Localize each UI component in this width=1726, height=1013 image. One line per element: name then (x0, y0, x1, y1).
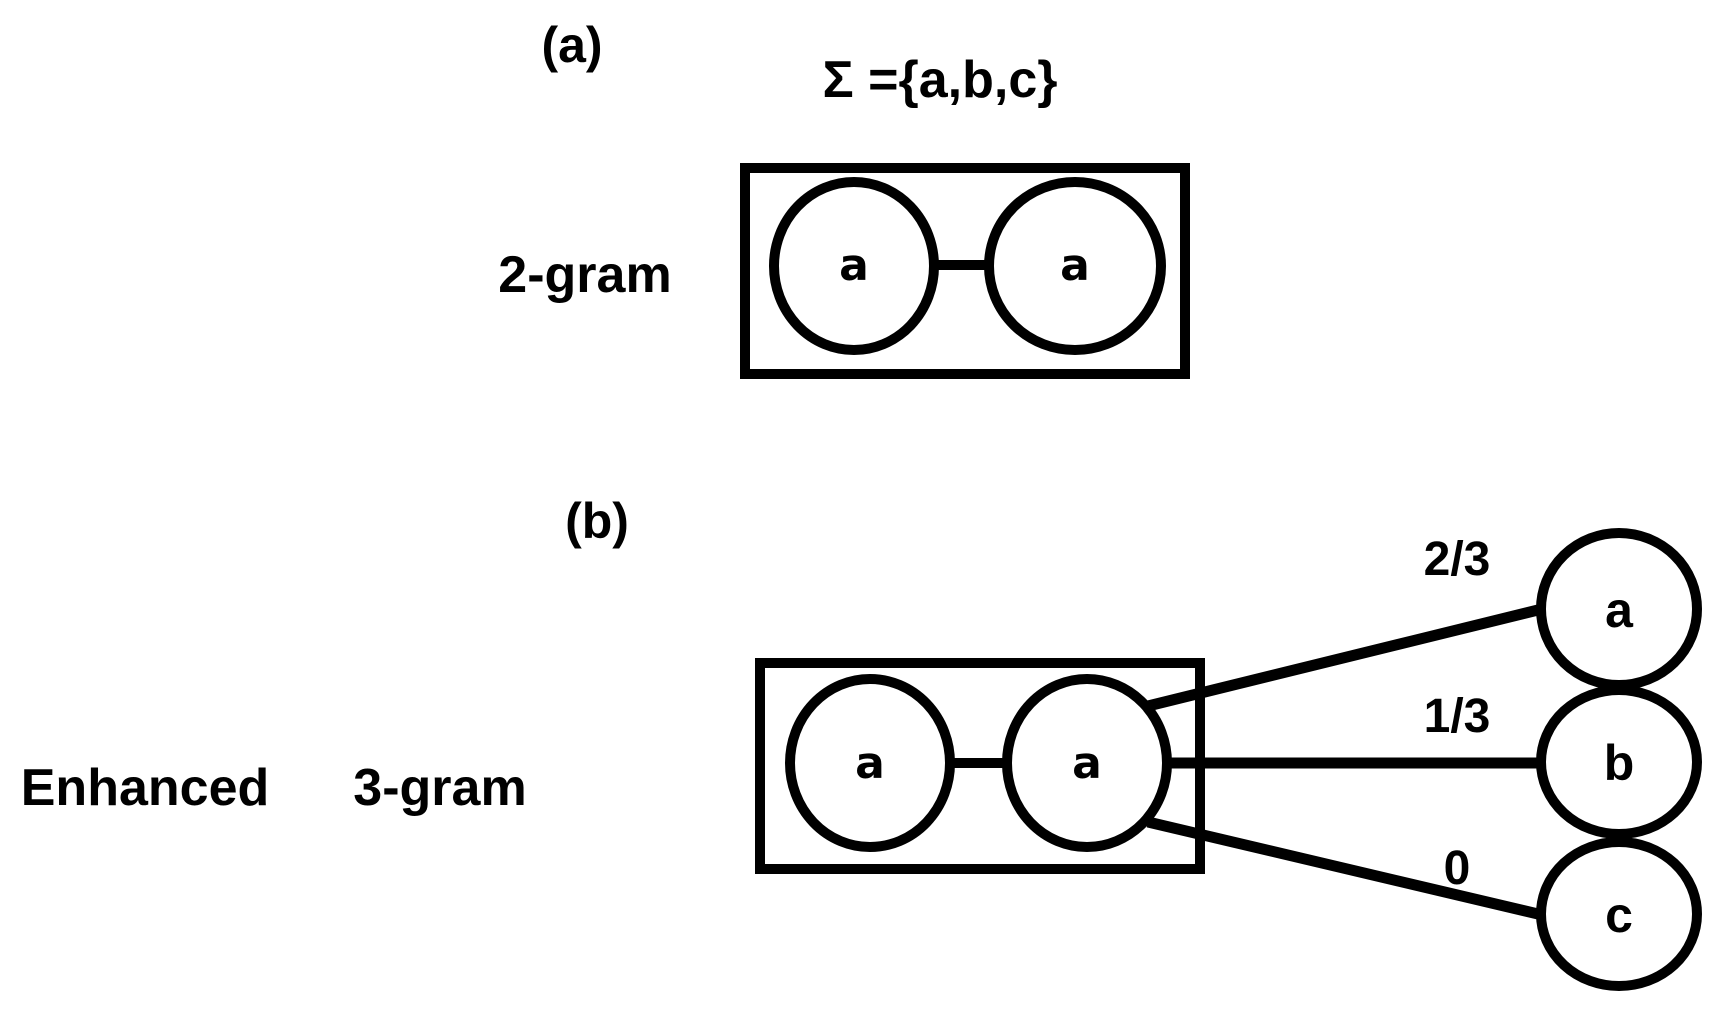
probability-b: 1/3 (1424, 690, 1491, 743)
enhanced-label: Enhanced (21, 759, 270, 817)
target-node-a-label: a (1605, 582, 1634, 638)
two-gram-node-2-label: a (1060, 240, 1090, 291)
edge-to-a (1146, 604, 1540, 712)
target-node-b-label: b (1604, 735, 1635, 791)
two-gram-box (740, 163, 1190, 379)
target-node-c-label: c (1605, 887, 1633, 943)
three-gram-node-1-label: a (855, 738, 885, 789)
two-gram-label: 2-gram (498, 246, 671, 304)
three-gram-node-2 (1002, 674, 1172, 852)
probability-a: 2/3 (1424, 533, 1491, 586)
probability-c: 0 (1444, 842, 1471, 895)
target-node-b (1536, 685, 1702, 839)
alphabet-label: Σ ={a,b,c} (823, 51, 1058, 109)
panel-a-tag: (a) (541, 17, 602, 73)
edge-to-c (1146, 816, 1540, 920)
panel-a: (a) Σ ={a,b,c} 2-gram a a (498, 17, 1190, 379)
two-gram-node-1-label: a (839, 240, 869, 291)
three-gram-node-1 (785, 674, 955, 852)
target-node-c (1536, 837, 1702, 991)
panel-b-tag: (b) (565, 493, 629, 549)
two-gram-node-1 (769, 177, 939, 355)
panel-b: (b) Enhanced 3-gram a a a b c 2/3 1/3 0 (21, 493, 1702, 991)
three-gram-node-2-label: a (1072, 738, 1102, 789)
three-gram-label: 3-gram (353, 759, 526, 817)
two-gram-node-2 (984, 177, 1166, 355)
